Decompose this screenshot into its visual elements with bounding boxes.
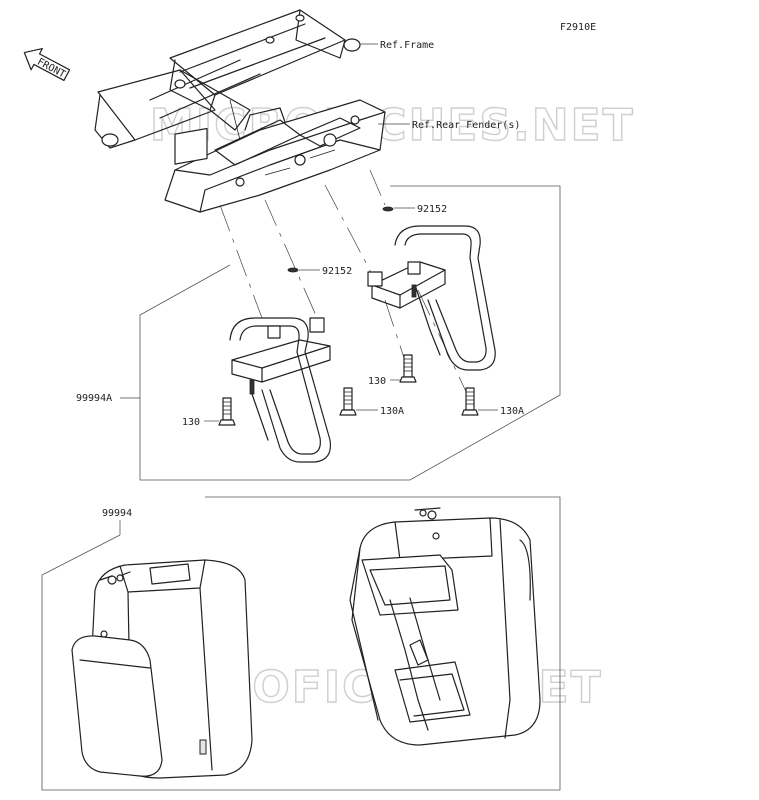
callout-92152-lower: 92152 — [322, 266, 352, 277]
rear-fender — [164, 99, 386, 213]
group-box-99994 — [41, 496, 561, 791]
watermark-upper: MICROFICHES.NET — [150, 100, 635, 151]
bolt-130-left — [218, 397, 236, 426]
figure-code: F2910E — [560, 22, 596, 33]
bolt-130a-right — [461, 387, 479, 416]
bolt-130a-mid — [339, 387, 357, 416]
saddlebag-left — [71, 559, 253, 779]
callout-130-right: 130 — [368, 376, 386, 387]
bolt-130-right — [399, 354, 417, 383]
group-box-99994a — [139, 185, 561, 481]
callout-130a-right: 130A — [500, 406, 524, 417]
callout-ref-rear-fender: Ref.Rear Fender(s) — [412, 120, 520, 131]
washer-92152-lower — [287, 267, 299, 273]
callout-ref-frame: Ref.Frame — [380, 40, 434, 51]
callout-130-left: 130 — [182, 417, 200, 428]
callout-99994: 99994 — [102, 508, 132, 519]
callout-99994a: 99994A — [76, 393, 112, 404]
front-direction-arrow: FRONT — [23, 47, 71, 82]
washer-92152-upper — [382, 206, 394, 212]
front-arrow-icon — [23, 47, 71, 82]
saddlebag-bracket-left — [229, 317, 332, 463]
saddlebag-right — [349, 507, 541, 746]
rear-frame — [94, 9, 361, 149]
callout-130a-mid: 130A — [380, 406, 404, 417]
callout-92152-upper: 92152 — [417, 204, 447, 215]
saddlebag-bracket-right — [367, 225, 496, 371]
